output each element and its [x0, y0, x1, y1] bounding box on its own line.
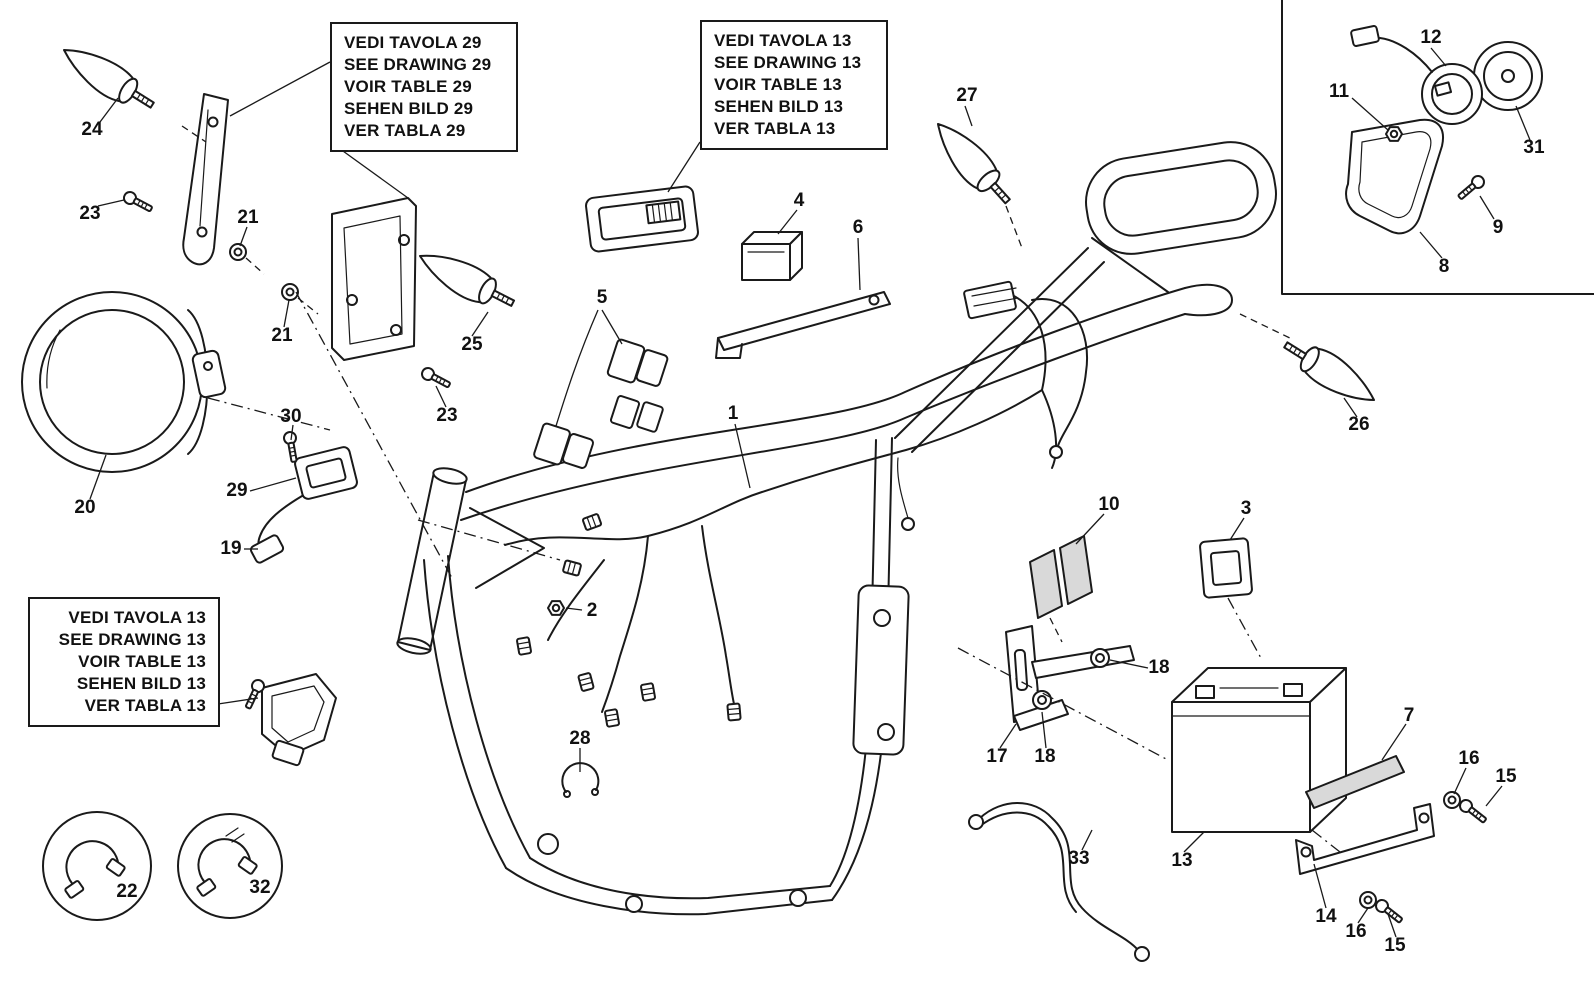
part-label-33-31: 33	[1068, 848, 1090, 869]
part-label-3-23: 3	[1240, 498, 1252, 519]
part-label-7-28: 7	[1403, 705, 1415, 726]
part-label-10-22: 10	[1098, 494, 1120, 515]
nut-2-icon	[547, 600, 565, 616]
callout-see-drawing-13-left: VEDI TAVOLA 13 SEE DRAWING 13 VOIR TABLE…	[28, 597, 220, 727]
callout-line: SEE DRAWING 29	[344, 55, 492, 74]
callout-line: SEE DRAWING 13	[58, 630, 206, 649]
part-label-6-12: 6	[852, 217, 864, 238]
callout-line: SEHEN BILD 13	[714, 97, 844, 116]
part-label-16-29: 16	[1458, 748, 1480, 769]
horn-bracket-illustration	[261, 673, 337, 767]
bolt-15-lower-icon	[1372, 896, 1406, 927]
battery-bracket-illustration	[1295, 803, 1435, 875]
callout-line: VER TABLA 29	[344, 121, 466, 140]
part-label-12-14: 12	[1420, 27, 1442, 48]
battery-holder-illustration	[1005, 625, 1135, 731]
turn-signal-27-illustration	[924, 112, 1020, 214]
clamp-detail-32-illustration	[177, 813, 283, 919]
part-label-9-17: 9	[1492, 217, 1504, 238]
part-label-25-4: 25	[461, 334, 483, 355]
part-label-30-6: 30	[280, 406, 302, 427]
callout-line: VOIR TABLE 29	[344, 77, 472, 96]
part-label-23-5: 23	[436, 405, 458, 426]
part-label-13-32: 13	[1171, 850, 1193, 871]
callout-line: VOIR TABLE 13	[78, 652, 206, 671]
circlip-28-illustration	[561, 762, 600, 798]
part-label-21-3: 21	[271, 325, 293, 346]
ignition-coil-illustration	[249, 446, 358, 564]
part-label-17-25: 17	[986, 746, 1008, 767]
part-label-23-1: 23	[79, 203, 101, 224]
part-label-15-30: 15	[1495, 766, 1517, 787]
bolt-15-upper-icon	[1456, 796, 1490, 827]
part-label-5-10: 5	[596, 287, 608, 308]
part-label-21-2: 21	[237, 207, 259, 228]
washer-16-lower-icon	[1359, 891, 1377, 909]
headlight-illustration	[21, 291, 227, 473]
callout-line: SEHEN BILD 29	[344, 99, 474, 118]
part-label-24-0: 24	[81, 119, 103, 140]
washer-16-upper-icon	[1443, 791, 1461, 809]
part-label-19-9: 19	[220, 538, 242, 559]
callout-see-drawing-13-top: VEDI TAVOLA 13 SEE DRAWING 13 VOIR TABLE…	[700, 20, 888, 150]
part-label-8-18: 8	[1438, 256, 1450, 277]
relay-3-illustration	[1199, 537, 1253, 599]
part-label-14-33: 14	[1315, 906, 1337, 927]
callout-line: VOIR TABLE 13	[714, 75, 842, 94]
relay-4-illustration	[741, 231, 803, 281]
callout-line: SEE DRAWING 13	[714, 53, 862, 72]
bracket-6-illustration	[715, 291, 891, 359]
part-label-1-20: 1	[727, 403, 739, 424]
callout-line: VEDI TAVOLA 13	[68, 608, 206, 627]
part-label-28-27: 28	[569, 728, 591, 749]
bolt-9-icon	[1454, 172, 1488, 204]
ecu-illustration	[585, 185, 699, 253]
part-label-31-16: 31	[1523, 137, 1545, 158]
part-label-11-15: 11	[1328, 81, 1350, 102]
part-label-26-19: 26	[1348, 414, 1370, 435]
battery-pad-illustration	[1305, 755, 1405, 809]
battery-illustration	[1171, 667, 1347, 833]
part-label-32-37: 32	[249, 877, 271, 898]
turn-signal-24-illustration	[54, 36, 162, 121]
wiring-harness-illustration	[504, 280, 1088, 728]
part-label-15-35: 15	[1384, 935, 1406, 956]
part-label-22-36: 22	[116, 881, 138, 902]
part-label-20-7: 20	[74, 497, 96, 518]
callout-see-drawing-29: VEDI TAVOLA 29 SEE DRAWING 29 VOIR TABLE…	[330, 22, 518, 152]
pads-10-illustration	[1029, 535, 1093, 619]
part-label-18-26: 18	[1034, 746, 1056, 767]
washer-21-upper-icon	[229, 243, 247, 261]
callout-leader-lines	[217, 61, 701, 705]
callout-line: VEDI TAVOLA 29	[344, 33, 482, 52]
battery-cable-illustration	[968, 802, 1150, 962]
callout-line: VER TABLA 13	[84, 696, 206, 715]
callout-line: VEDI TAVOLA 13	[714, 31, 852, 50]
part-label-4-11: 4	[793, 190, 805, 211]
clamp-detail-22-illustration	[42, 811, 152, 921]
taillight-detail-box	[1281, 0, 1594, 295]
taillight-assembly-illustration	[1345, 25, 1543, 235]
callout-line: VER TABLA 13	[714, 119, 836, 138]
washer-21-lower-icon	[281, 283, 299, 301]
fuse-boxes-illustration	[533, 338, 669, 469]
frame-illustration	[396, 141, 1277, 916]
part-label-27-13: 27	[956, 85, 978, 106]
mounting-brackets-illustration	[182, 93, 417, 361]
turn-signal-26-illustration	[1276, 329, 1384, 414]
part-label-18-24: 18	[1148, 657, 1170, 678]
bolt-23-upper-icon	[120, 188, 156, 216]
leader-lines	[89, 47, 1531, 938]
part-label-29-8: 29	[226, 480, 248, 501]
part-label-16-34: 16	[1345, 921, 1367, 942]
turn-signal-25-illustration	[411, 241, 521, 320]
callout-line: SEHEN BILD 13	[76, 674, 206, 693]
part-label-2-21: 2	[586, 600, 598, 621]
nut-11-icon	[1385, 126, 1403, 142]
construction-lines	[181, 125, 1341, 853]
